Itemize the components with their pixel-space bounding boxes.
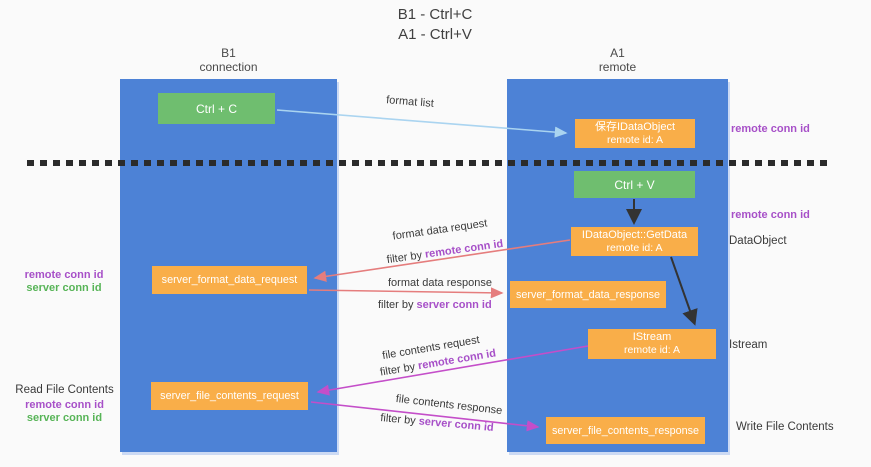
left-file-remote-conn-id: remote conn id [25, 399, 104, 411]
column-a1-id: A1 [610, 46, 625, 60]
server-file-contents-request-box: server_file_contents_request [151, 382, 308, 410]
getdata-line2: remote id: A [606, 241, 663, 254]
server-format-data-response-label: server_format_data_response [515, 288, 661, 301]
save-idataobject-box: 保存IDataObject remote id: A [575, 119, 695, 148]
server-file-contents-response-box: server_file_contents_response [546, 417, 705, 444]
left-format-server-conn-id: server conn id [26, 282, 102, 294]
diagram-title: B1 - Ctrl+C A1 - Ctrl+V [300, 5, 570, 45]
getdata-line1: IDataObject::GetData [581, 228, 688, 241]
column-b1-id: B1 [221, 46, 236, 60]
left-file-server-conn-id: server conn id [26, 412, 103, 424]
istream-box: IStream remote id: A [588, 329, 716, 359]
ctrl-v-label: Ctrl + V [614, 177, 655, 192]
server-file-contents-request-label: server_file_contents_request [160, 390, 299, 402]
title-line-1: B1 - Ctrl+C [397, 6, 473, 23]
ctrl-v-box: Ctrl + V [574, 171, 695, 198]
istream-line2: remote id: A [623, 344, 681, 356]
dataobject-label: DataObject [729, 235, 787, 247]
server-file-contents-response-label: server_file_contents_response [551, 424, 700, 437]
column-header-a1: A1 remote [507, 46, 728, 74]
column-b1-role: connection [199, 60, 258, 74]
file-response-arrow [310, 401, 540, 432]
right-mid-remote-conn-id: remote conn id [731, 209, 810, 221]
save-idataobject-line2: remote id: A [606, 133, 664, 146]
getdata-to-istream-arrow [670, 256, 698, 326]
write-file-contents-label: Write File Contents [736, 421, 834, 433]
format-response-filter: filter by server conn id [378, 299, 492, 311]
server-format-data-response-box: server_format_data_response [510, 281, 666, 308]
column-header-b1: B1 connection [120, 46, 337, 74]
format-request-arrow [313, 239, 571, 282]
format-response-label: format data response [388, 277, 492, 289]
server-format-data-request-label: server_format_data_request [161, 274, 298, 286]
istream-margin-label: Istream [729, 339, 768, 351]
file-request-arrow [316, 345, 589, 396]
format-list-arrow [276, 109, 568, 138]
ctrl-c-box: Ctrl + C [158, 93, 275, 124]
format-response-filter-prefix: filter by [378, 299, 417, 311]
ctrl-c-label: Ctrl + C [195, 101, 237, 116]
left-format-conn-ids: remote conn id server conn id [18, 269, 110, 295]
title-line-2: A1 - Ctrl+V [398, 26, 472, 43]
server-format-data-request-box: server_format_data_request [152, 266, 307, 294]
right-top-remote-conn-id: remote conn id [731, 123, 810, 135]
format-response-filter-key: server conn id [416, 299, 492, 311]
left-format-remote-conn-id: remote conn id [24, 269, 104, 281]
left-file-block: Read File Contents remote conn id server… [12, 384, 117, 425]
istream-line1: IStream [632, 331, 672, 343]
getdata-box: IDataObject::GetData remote id: A [571, 227, 698, 256]
save-idataobject-line1: 保存IDataObject [594, 120, 676, 133]
dashed-divider [27, 160, 833, 166]
format-response-arrow [308, 287, 504, 299]
read-file-contents-label: Read File Contents [15, 384, 114, 396]
column-a1-role: remote [598, 60, 637, 74]
